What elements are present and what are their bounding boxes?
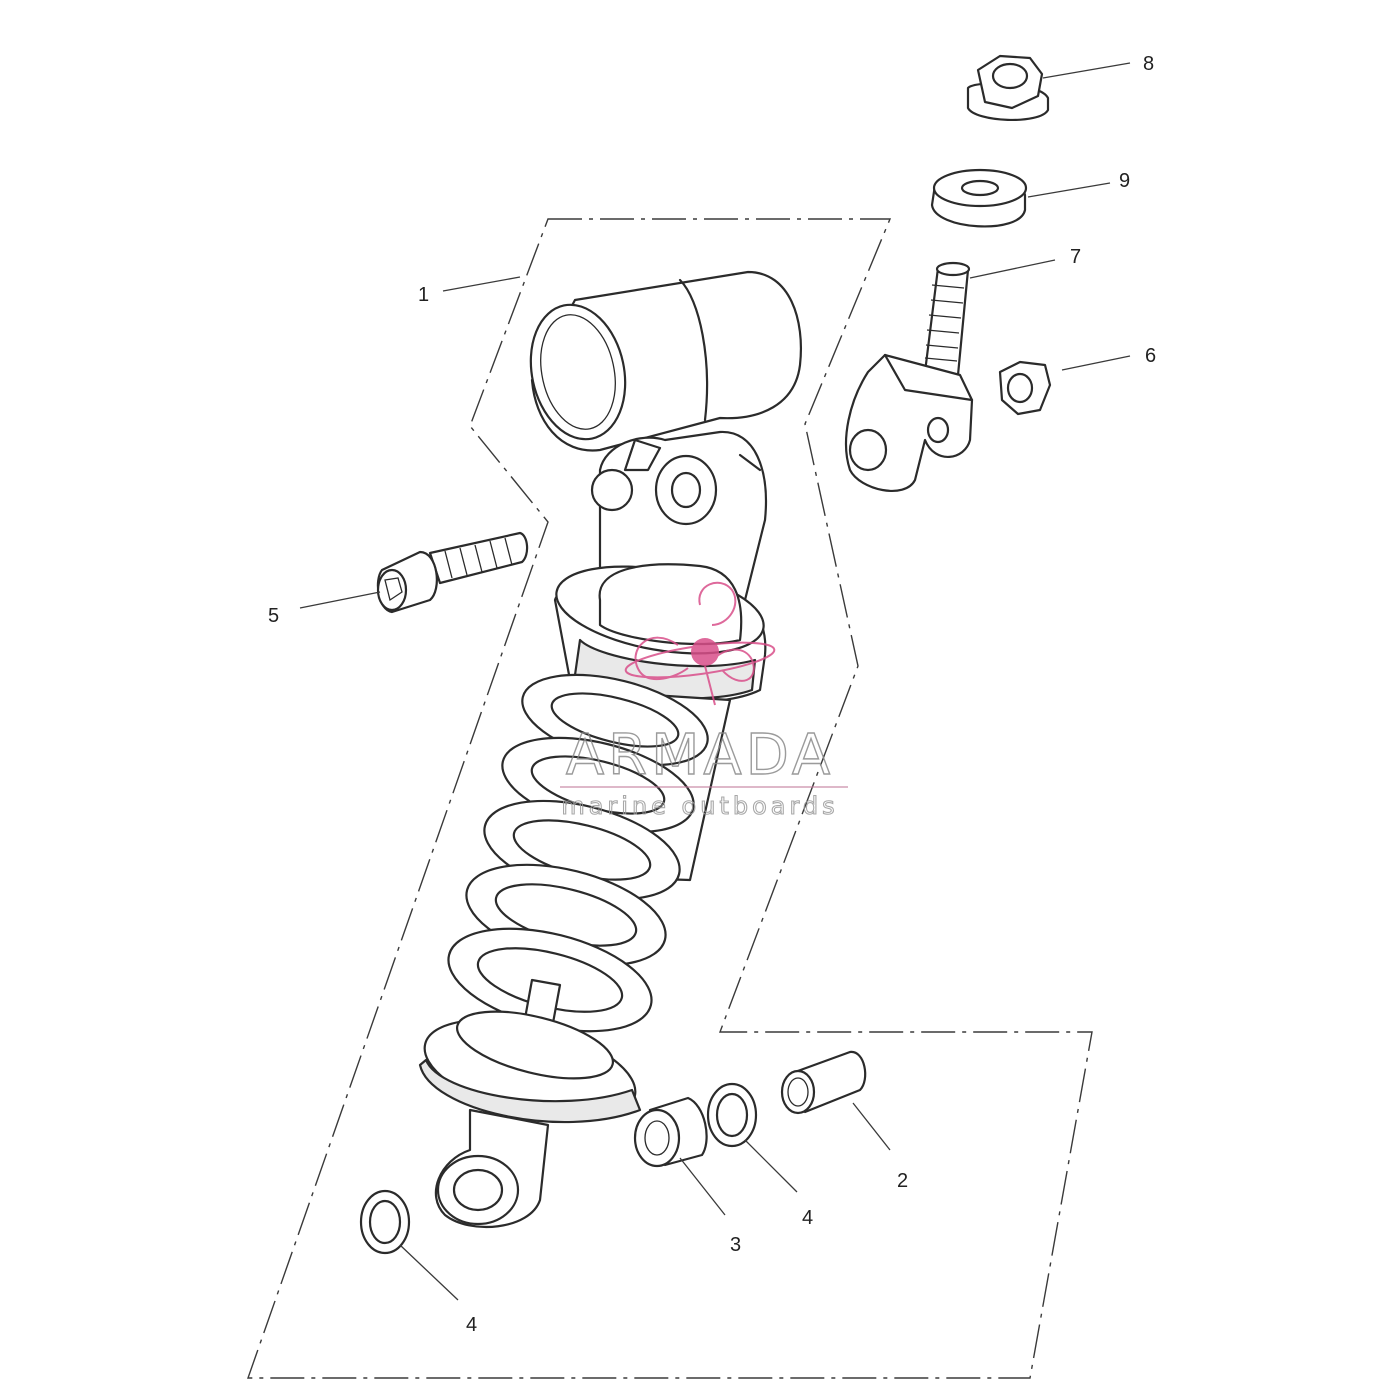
coil-spring [447,673,709,1033]
callout-6: 6 [1145,345,1156,367]
dust-seal-right [706,1082,758,1148]
reservoir-canister [529,270,802,452]
thick-washer [930,168,1028,228]
spacer-sleeve [780,1050,867,1115]
callout-labels: 1 2 3 4 4 5 6 7 9 8 [268,53,1156,1336]
callout-8: 8 [1143,53,1154,75]
rear-shock-absorber [418,270,802,1229]
flange-nut-top [966,54,1050,121]
assembly-boundary [247,218,1093,1379]
callout-2: 2 [897,1170,908,1192]
clevis-stud [844,261,974,492]
top-eye-body [590,430,767,607]
bushing [633,1096,708,1168]
callout-7: 7 [1070,246,1081,268]
callout-3: 3 [730,1234,741,1256]
dust-seal-left [359,1189,411,1255]
callout-5: 5 [268,605,279,627]
callout-1: 1 [418,284,429,306]
lower-spring-seat [418,1010,642,1124]
flange-nut-small [998,360,1052,416]
leader-lines [299,62,1131,1301]
callout-4-left: 4 [466,1314,477,1336]
armada-watermark: ARMADA marine outboards [560,581,848,821]
callout-4-right: 4 [802,1207,813,1229]
watermark-brand: ARMADA [566,723,834,788]
bottom-eye [434,1108,550,1229]
cap-screw [376,531,529,614]
boat-propeller-logo-icon [624,581,776,706]
callout-9: 9 [1119,170,1130,192]
watermark-tagline: marine outboards [561,792,838,820]
